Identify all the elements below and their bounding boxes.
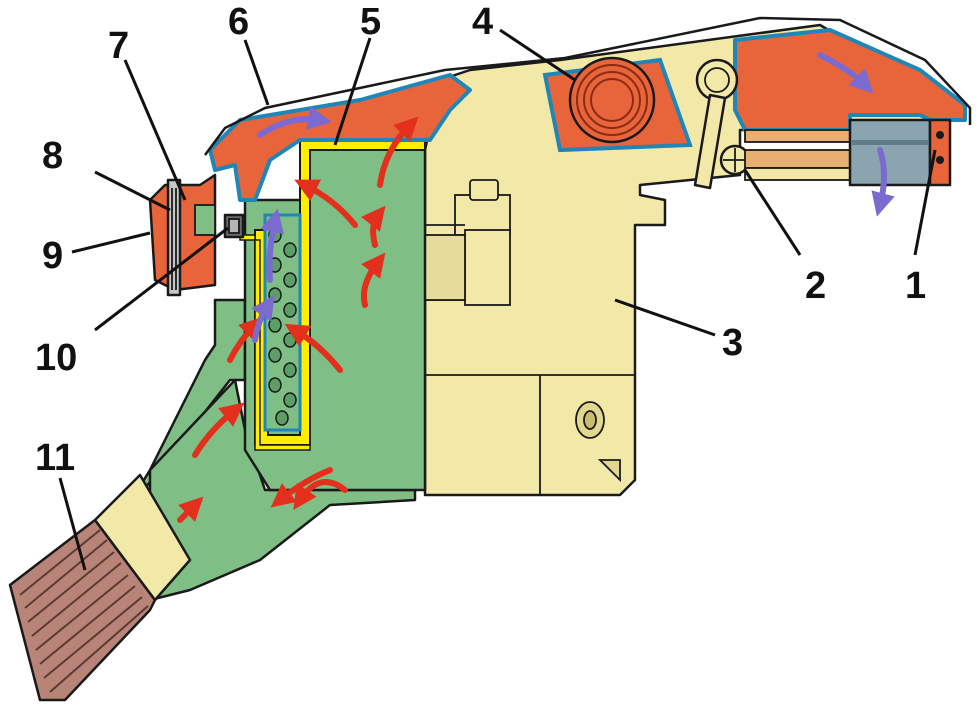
callout-3: 3 — [722, 322, 743, 364]
damper-rails — [744, 129, 851, 181]
warm-air-flow-arrows — [177, 116, 419, 523]
callout-6: 6 — [228, 1, 249, 43]
cool-air-flow-arrows — [251, 52, 895, 343]
damper-lever — [693, 58, 751, 190]
callout-1: 1 — [905, 265, 926, 307]
corrugated-intake-hose — [8, 473, 192, 702]
callout-11: 11 — [35, 437, 75, 479]
thermostat-valve — [568, 56, 656, 144]
callout-labels: 1 2 3 4 5 6 7 8 9 10 11 — [35, 1, 926, 479]
warm-air-inlet-pipe — [848, 118, 952, 187]
callout-4: 4 — [472, 1, 493, 43]
callout-8: 8 — [42, 135, 63, 177]
callout-10: 10 — [35, 337, 77, 379]
callout-5: 5 — [360, 1, 381, 43]
callout-2: 2 — [805, 265, 826, 307]
callout-7: 7 — [108, 25, 129, 67]
housing-clamp — [424, 179, 511, 306]
lid-right-chamber — [733, 28, 967, 132]
perforated-tube — [263, 213, 302, 432]
callout-9: 9 — [42, 235, 63, 277]
callout-leaders — [58, 28, 937, 571]
